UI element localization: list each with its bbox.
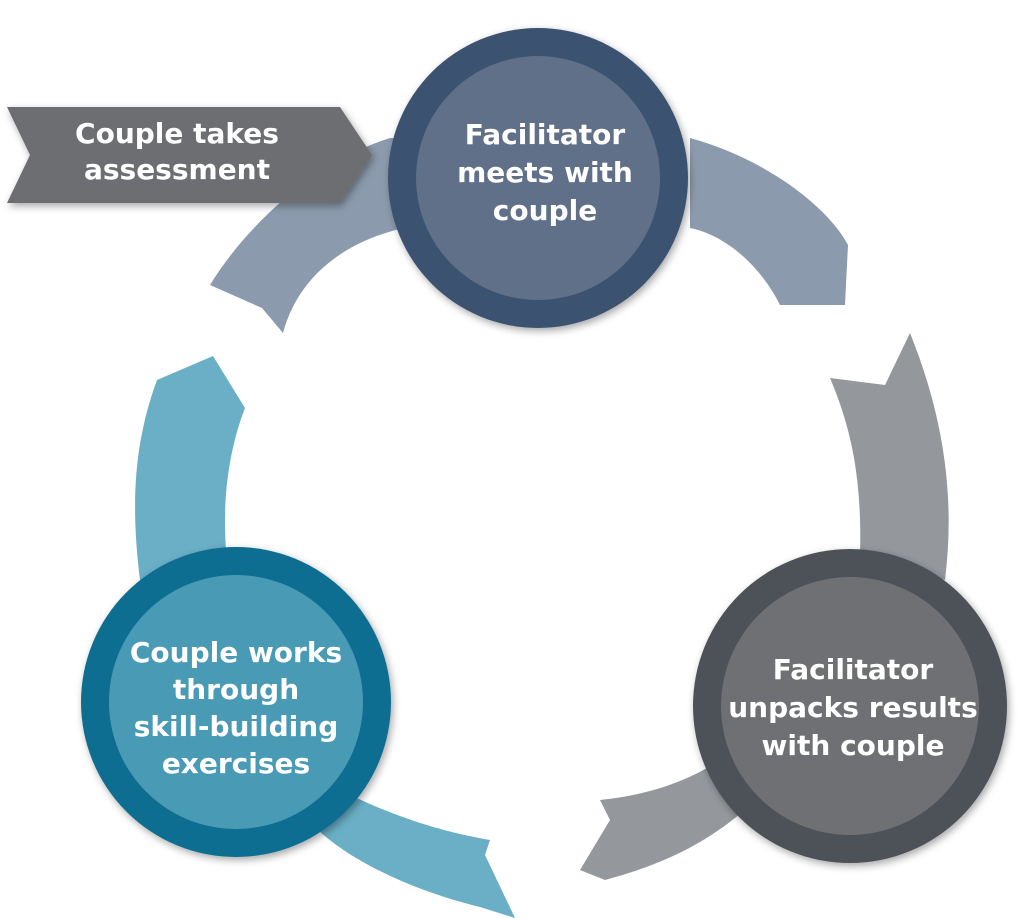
label-line: skill-building (134, 710, 339, 743)
label-line: with couple (762, 729, 945, 762)
node-facilitator-unpacks-label: Facilitator unpacks results with couple (728, 653, 977, 762)
label-line: unpacks results (728, 691, 977, 724)
node-facilitator-unpacks (693, 549, 1007, 863)
arrow-to-left-node (318, 790, 515, 918)
label-line: assessment (84, 153, 270, 186)
arrow-to-top-node (210, 138, 420, 333)
label-line: through (173, 673, 299, 706)
node-couple-works (81, 547, 391, 857)
label-line: couple (493, 194, 597, 227)
label-line: Couple works (130, 636, 342, 669)
label-line: Facilitator (465, 118, 626, 151)
arrow-top-to-right (690, 138, 848, 305)
node-couple-works-label: Couple works through skill-building exercis… (130, 636, 342, 780)
arrow-left-to-top (135, 356, 245, 585)
node-facilitator-meets-label: Facilitator meets with couple (457, 118, 633, 227)
label-line: meets with (457, 156, 633, 189)
arrow-to-right-node (830, 333, 949, 580)
label-line: exercises (162, 747, 310, 780)
label-line: Facilitator (773, 653, 934, 686)
node-facilitator-meets (388, 28, 688, 328)
label-line: Couple takes (75, 117, 279, 150)
